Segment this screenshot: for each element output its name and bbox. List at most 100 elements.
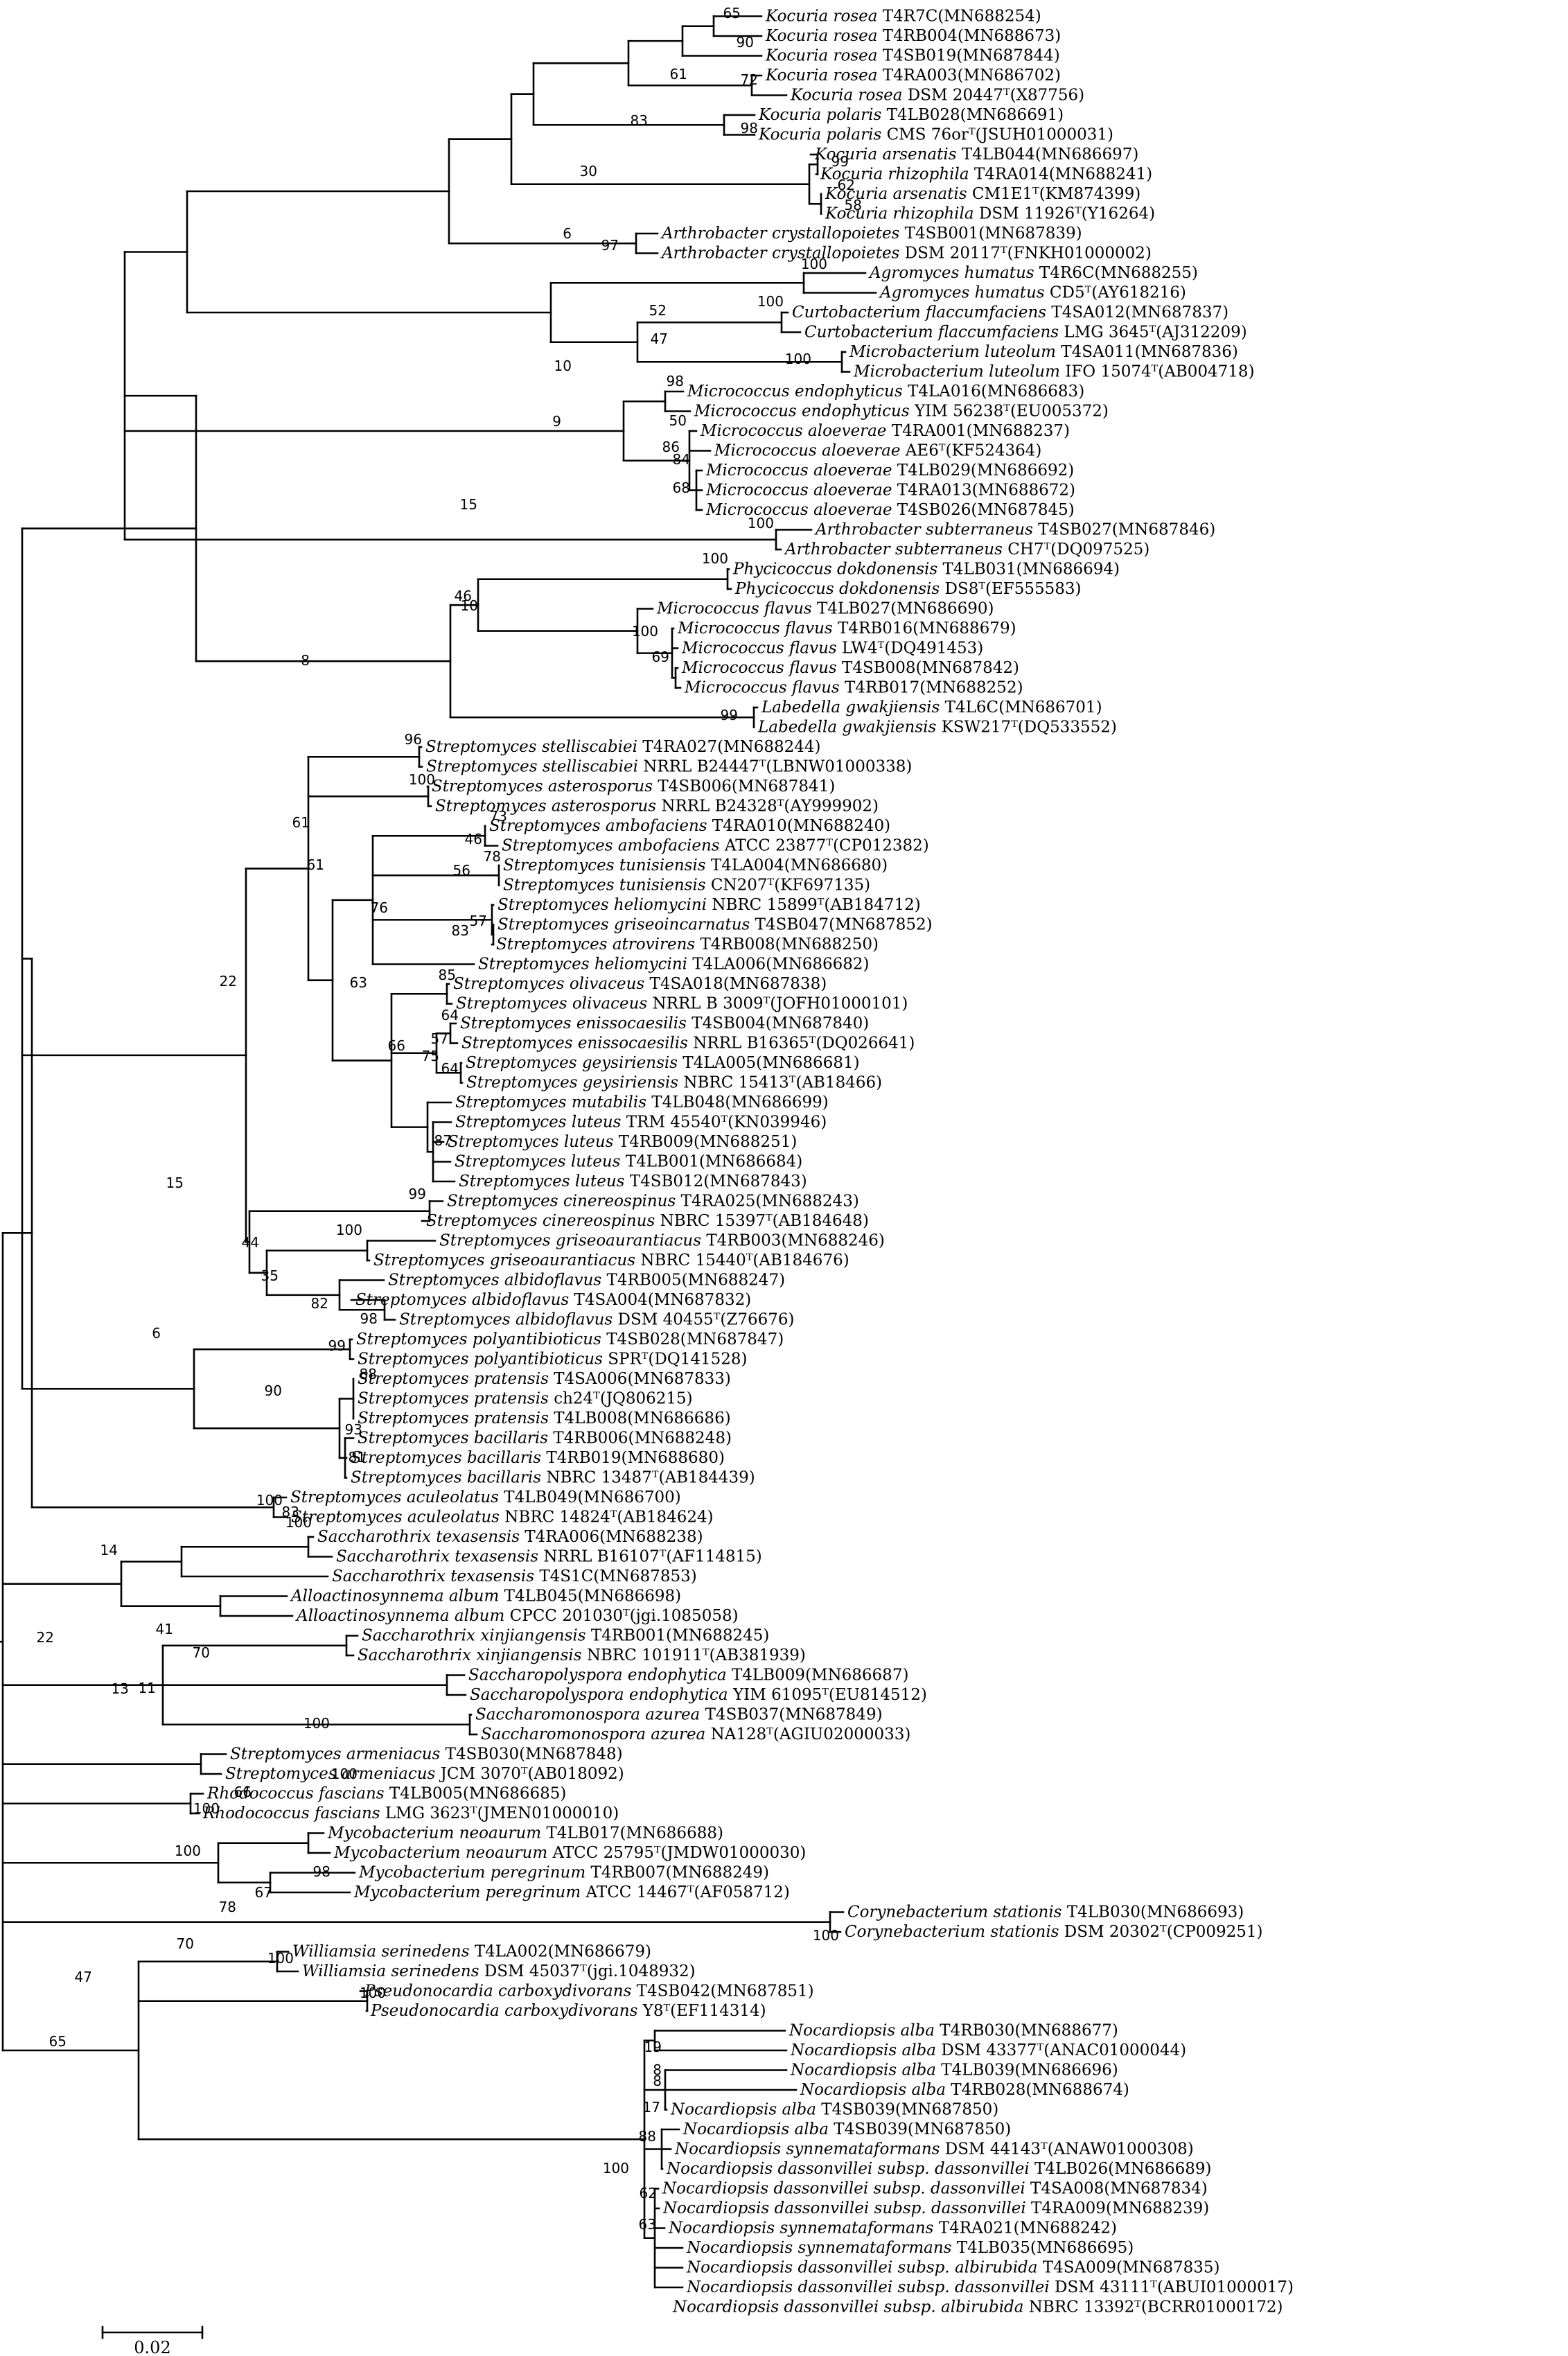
bootstrap-value: 75 <box>422 1048 439 1064</box>
tip-label: Micrococcus flavus LW4ᵀ(DQ491453) <box>681 640 983 658</box>
tip-species: Streptomyces pratensis <box>358 1390 549 1408</box>
tip-strain: DSM 20302ᵀ(CP009251) <box>1059 1923 1263 1941</box>
tip-species: Streptomyces geysiriensis <box>466 1054 678 1072</box>
tip-species: Streptomyces luteus <box>455 1153 621 1171</box>
tip-strain: T4LB039(MN686696) <box>936 2062 1118 2080</box>
tip-species: Nocardiopsis alba <box>790 2062 936 2080</box>
tip-strain: T4RA010(MN688240) <box>707 817 891 835</box>
tip-species: Micrococcus flavus <box>681 640 837 658</box>
bootstrap-value: 100 <box>632 623 658 640</box>
tip-species: Streptomyces olivaceus <box>456 995 647 1013</box>
tip-label: Streptomyces enissocaesilis T4SB004(MN68… <box>460 1014 869 1032</box>
tip-strain: T4RA021(MN688242) <box>934 2219 1118 2238</box>
tip-species: Curtobacterium flaccumfaciens <box>792 304 1046 322</box>
bootstrap-value: 69 <box>652 649 669 665</box>
tip-label: Micrococcus flavus T4LB027(MN686690) <box>656 600 994 618</box>
tip-species: Streptomyces polyantibioticus <box>358 1351 603 1369</box>
tip-strain: T4RB019(MN688680) <box>541 1449 725 1467</box>
tip-label: Streptomyces geysiriensis T4LA005(MN6866… <box>466 1054 860 1072</box>
tip-label: Saccharopolyspora endophytica YIM 61095ᵀ… <box>470 1686 927 1704</box>
bootstrap-value: 63 <box>639 2216 656 2233</box>
scale-bar-label: 0.02 <box>134 2338 170 2356</box>
tip-label: Nocardiopsis synnemataformans DSM 44143ᵀ… <box>674 2140 1194 2159</box>
bootstrap-value: 6 <box>563 225 572 242</box>
tip-species: Kocuria polaris <box>758 106 881 124</box>
tip-species: Streptomyces aculeolatus <box>291 1509 500 1527</box>
tip-strain: T4RB007(MN688249) <box>585 1864 769 1882</box>
tip-species: Mycobacterium peregrinum <box>353 1883 581 1901</box>
tip-label: Phycicoccus dokdonensis T4LB031(MN686694… <box>732 561 1120 579</box>
tip-species: Streptomyces cinereospinus <box>447 1193 676 1211</box>
tip-species: Streptomyces mutabilis <box>455 1093 646 1111</box>
tip-label: Labedella gwakjiensis KSW217ᵀ(DQ533552) <box>757 719 1117 737</box>
bootstrap-value: 98 <box>741 120 758 137</box>
tip-label: Streptomyces asterosporus T4SB006(MN6878… <box>432 777 835 795</box>
tip-label: Arthrobacter subterraneus CH7ᵀ(DQ097525) <box>784 540 1149 559</box>
bootstrap-value: 99 <box>409 1186 426 1202</box>
tip-strain: T4LB045(MN686698) <box>499 1588 681 1606</box>
tip-species: Kocuria arsenatis <box>814 146 957 164</box>
tip-strain: T4SB006(MN687841) <box>653 777 835 795</box>
tip-strain: T4RA006(MN688238) <box>520 1528 703 1546</box>
bootstrap-value: 65 <box>723 5 741 21</box>
tip-strain: NRRL B24447ᵀ(LBNW01000338) <box>638 758 912 776</box>
tip-species: Streptomyces luteus <box>459 1172 625 1190</box>
tip-species: Agromyces humatus <box>868 264 1034 282</box>
tip-strain: T4LA016(MN686683) <box>903 383 1085 401</box>
tip-strain: NRRL B24328ᵀ(AY999902) <box>656 798 879 816</box>
tip-species: Nocardiopsis alba <box>789 2022 935 2040</box>
bootstrap-value: 52 <box>649 302 667 319</box>
bootstrap-value: 66 <box>388 1037 405 1054</box>
tip-species: Kocuria rosea <box>765 67 877 85</box>
bootstrap-value: 93 <box>345 1421 362 1438</box>
tip-label: Kocuria rosea DSM 20447ᵀ(X87756) <box>790 87 1084 105</box>
tip-species: Streptomyces bacillaris <box>351 1469 541 1487</box>
tip-label: Micrococcus endophyticus YIM 56238ᵀ(EU00… <box>694 403 1109 421</box>
tip-species: Micrococcus aloeverae <box>700 422 887 440</box>
bootstrap-value: 17 <box>643 2099 660 2116</box>
tip-strain: T4SA018(MN687838) <box>644 975 827 993</box>
tip-species: Streptomyces geysiriensis <box>466 1074 678 1092</box>
tip-strain: CMS 76orᵀ(JSUH01000031) <box>881 126 1113 144</box>
tip-strain: T4SB026(MN687845) <box>892 501 1075 519</box>
tip-species: Kocuria rosea <box>790 87 902 105</box>
bootstrap-value: 35 <box>261 1267 279 1284</box>
tip-strain: T4LB035(MN686695) <box>952 2239 1134 2257</box>
tip-species: Mycobacterium neoaurum <box>333 1844 547 1862</box>
bootstrap-value: 8 <box>301 652 310 669</box>
tip-species: Saccharothrix texasensis <box>332 1567 534 1585</box>
tip-species: Pseudonocardia carboxydivorans <box>370 2002 638 2020</box>
tip-species: Micrococcus aloeverae <box>705 482 892 500</box>
tip-strain: T4LB005(MN686685) <box>385 1785 567 1803</box>
tip-label: Saccharothrix texasensis T4RA006(MN68823… <box>317 1528 703 1546</box>
bootstrap-value: 65 <box>49 2033 67 2050</box>
tip-label: Streptomyces asterosporus NRRL B24328ᵀ(A… <box>435 798 879 816</box>
bootstrap-value: 6 <box>152 1325 161 1342</box>
tip-label: Saccharothrix texasensis NRRL B16107ᵀ(AF… <box>336 1548 762 1566</box>
tip-label: Streptomyces pratensis T4LB008(MN686686) <box>358 1409 731 1427</box>
tip-label: Streptomyces enissocaesilis NRRL B16365ᵀ… <box>461 1035 915 1053</box>
tip-strain: T4SB037(MN687849) <box>700 1706 882 1724</box>
tip-label: Streptomyces polyantibioticus SPRᵀ(DQ141… <box>358 1351 747 1369</box>
tip-label: Kocuria rhizophila T4RA014(MN688241) <box>820 166 1152 184</box>
tip-label: Corynebacterium stationis T4LB030(MN6866… <box>847 1904 1244 1922</box>
tip-label: Streptomyces armeniacus JCM 3070ᵀ(AB0180… <box>225 1765 624 1783</box>
tip-label: Kocuria rosea T4SB019(MN687844) <box>765 47 1060 65</box>
tip-label: Mycobacterium peregrinum T4RB007(MN68824… <box>358 1864 769 1882</box>
bootstrap-value: 10 <box>554 358 572 374</box>
tip-species: Nocardiopsis alba <box>670 2101 816 2119</box>
tip-strain: T4SB004(MN687840) <box>687 1014 869 1032</box>
tip-species: Nocardiopsis dassonvillei subsp. dassonv… <box>662 2180 1025 2198</box>
tip-species: Kocuria polaris <box>758 126 881 144</box>
tip-strain: T4RA013(MN688672) <box>892 482 1076 500</box>
bootstrap-value: 19 <box>644 2039 662 2055</box>
tip-strain: CM1E1ᵀ(KM874399) <box>967 185 1141 203</box>
tip-strain: LW4ᵀ(DQ491453) <box>837 640 984 658</box>
tip-species: Williamsia serinedens <box>302 1962 479 1980</box>
bootstrap-value: 100 <box>785 351 811 367</box>
tip-label: Nocardiopsis dassonvillei subsp. dassonv… <box>662 2180 1208 2198</box>
tip-labels: Kocuria rosea T4R7C(MN688254)Kocuria ros… <box>202 8 1294 2317</box>
tip-strain: NBRC 15899ᵀ(AB184712) <box>707 896 921 914</box>
tree-branches <box>0 15 877 2289</box>
bootstrap-value: 100 <box>331 1766 358 1782</box>
